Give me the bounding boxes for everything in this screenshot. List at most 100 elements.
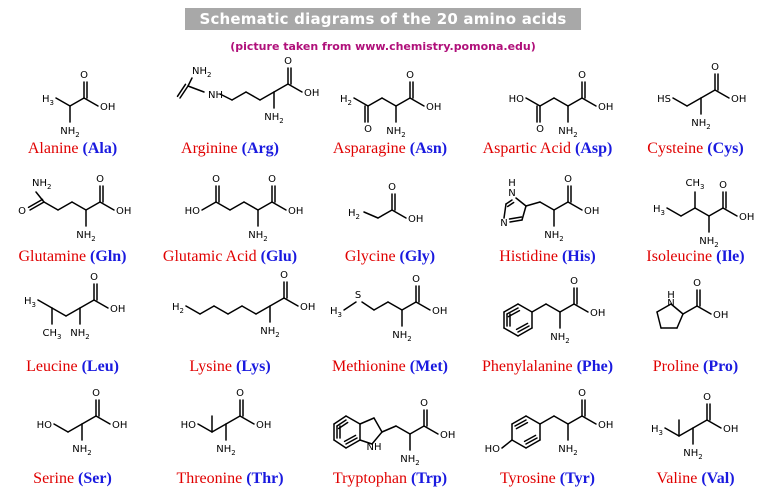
bond-line xyxy=(227,305,243,315)
bond-line xyxy=(515,197,527,207)
atom-label: O xyxy=(719,180,727,191)
bond-line xyxy=(696,305,712,315)
atom-label: NH2 xyxy=(60,126,79,139)
atom-label: O xyxy=(96,174,104,185)
atom-label: NH2 xyxy=(550,332,569,345)
atom-label: HO xyxy=(185,206,201,217)
bond-line xyxy=(567,201,583,211)
bond-line xyxy=(53,423,69,433)
amino-acid-code: (Thr) xyxy=(246,470,284,487)
bond-line xyxy=(231,91,247,101)
bond-line xyxy=(51,307,67,317)
bond-line xyxy=(259,91,275,101)
bond-line xyxy=(509,219,523,223)
atom-label: NH2 xyxy=(260,326,279,339)
amino-acid-code: (Tyr) xyxy=(559,470,595,487)
bond-line xyxy=(69,97,85,107)
atom-label: O xyxy=(280,270,288,281)
bond-line xyxy=(581,97,597,107)
atom-label: O xyxy=(536,124,544,135)
atom-label: O xyxy=(703,392,711,403)
atom-label: HO xyxy=(485,444,501,455)
bond-line xyxy=(99,201,115,211)
atom-label: O xyxy=(420,398,428,409)
bond-line xyxy=(503,203,507,219)
amino-acid-code: (His) xyxy=(561,248,596,265)
bond-line xyxy=(287,83,303,93)
atom-label: NH2 xyxy=(699,236,718,249)
atom-label: O xyxy=(92,388,100,399)
atom-label: H2 xyxy=(340,94,352,107)
amino-acid-name: Tyrosine xyxy=(499,470,556,487)
bond-line xyxy=(553,415,569,425)
atom-label: NH2 xyxy=(544,230,563,243)
bond-line xyxy=(686,97,702,107)
atom-label: NH2 xyxy=(72,444,91,457)
bond-line xyxy=(511,415,527,425)
atom-label: O xyxy=(570,276,578,287)
bond-line xyxy=(35,191,45,203)
bond-line xyxy=(722,207,738,217)
atom-label: NH xyxy=(367,442,382,453)
amino-acid-code: (Val) xyxy=(701,470,735,487)
bond-line xyxy=(239,415,255,425)
amino-acid-name: Proline xyxy=(652,358,699,375)
bond-line xyxy=(666,207,682,217)
atom-label: O xyxy=(578,70,586,81)
bond-line xyxy=(345,415,361,425)
atom-label: O xyxy=(284,56,292,67)
double-bond-line xyxy=(508,216,523,220)
atom-label: N xyxy=(667,298,674,309)
bond-line xyxy=(567,97,583,107)
bond-line xyxy=(57,201,73,211)
bond-line xyxy=(37,299,53,309)
bond-line xyxy=(273,83,289,93)
double-bond-line xyxy=(515,421,529,430)
bond-line xyxy=(81,415,97,425)
bond-line xyxy=(501,439,513,449)
bond-line xyxy=(241,305,257,315)
bond-line xyxy=(525,415,541,425)
atom-label: OH xyxy=(304,88,319,99)
atom-label: OH xyxy=(256,420,271,431)
bond-line xyxy=(255,305,271,315)
atom-label: S xyxy=(355,290,361,301)
atom-label: OH xyxy=(408,214,423,225)
bond-line xyxy=(415,301,431,311)
amino-acid-label: Proline (Pro) xyxy=(625,358,766,376)
bond-line xyxy=(525,97,541,107)
atom-label: NH2 xyxy=(76,230,95,243)
bond-line xyxy=(95,415,111,425)
amino-acid-name: Glutamic Acid xyxy=(162,248,257,265)
bond-line xyxy=(514,419,527,427)
atom-label: O xyxy=(268,174,276,185)
atom-label: H3 xyxy=(653,204,665,217)
page-subtitle: (picture taken from www.chemistry.pomona… xyxy=(230,40,536,53)
bond-line xyxy=(201,201,217,211)
bond-line xyxy=(179,85,189,99)
atom-label: NH2 xyxy=(392,330,411,343)
amino-acid-name: Cysteine xyxy=(647,140,704,157)
atom-label: OH xyxy=(584,206,599,217)
atom-label: O xyxy=(711,62,719,73)
bond-line xyxy=(187,85,205,93)
bond-line xyxy=(539,415,555,425)
bond-line xyxy=(93,299,109,309)
amino-acid-label: Isoleucine (Ile) xyxy=(625,248,766,266)
bond-line xyxy=(43,201,59,211)
amino-acid-name: Arginine xyxy=(181,140,238,157)
bond-line xyxy=(539,201,555,211)
atom-label: NH2 xyxy=(683,448,702,461)
